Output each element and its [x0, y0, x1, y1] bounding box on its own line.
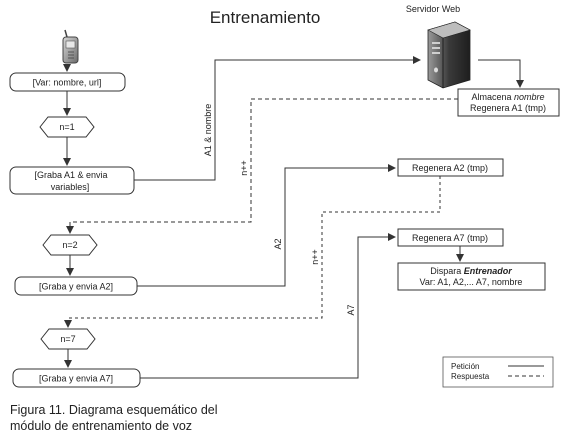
almacena-box — [457, 88, 560, 117]
response-n-plus-plus-1 — [66, 98, 458, 234]
legend: Petición Respuesta — [442, 356, 554, 388]
server-label: Servidor Web — [406, 4, 460, 14]
edge-label-npp-2: n++ — [310, 249, 320, 265]
regenera-a7-box — [397, 228, 504, 247]
almacena-label: Almacena nombre — [471, 92, 544, 102]
dispara-label-line2: Var: A1, A2,... A7, nombre — [420, 277, 523, 287]
decision-n2-label: n=2 — [62, 240, 77, 250]
connector-server-almacena — [478, 59, 524, 88]
edge-label-a1-nombre: A1 & nombre — [203, 104, 213, 157]
decision-n1-label: n=1 — [59, 122, 74, 132]
graba-a7-label: [Graba y envia A7] — [39, 374, 113, 384]
response-n-plus-plus-2 — [64, 176, 441, 328]
legend-peticion-label: Petición — [451, 362, 479, 371]
regenera-a2-label: Regenera A2 (tmp) — [412, 163, 488, 173]
graba-a1-label-line1: [Graba A1 & envia — [34, 170, 107, 180]
edge-label-a7: A7 — [346, 304, 356, 315]
decision-n7-label: n=7 — [60, 334, 75, 344]
var-box-label: [Var: nombre, url] — [33, 78, 102, 88]
caption-line-1: Figura 11. Diagrama esquemático del — [10, 403, 218, 417]
request-a1-nombre — [134, 56, 421, 181]
decision-n2 — [42, 234, 98, 256]
figure-caption: Figura 11. Diagrama esquemático del módu… — [10, 402, 218, 434]
caption-line-2: módulo de entrenamiento de voz — [10, 419, 193, 433]
dispara-label: Dispara Entrenador — [430, 266, 512, 276]
regenera-a2-box — [397, 158, 504, 177]
server-icon — [427, 21, 471, 89]
mobile-phone-icon — [62, 29, 79, 64]
regenera-a1-label: Regenera A1 (tmp) — [470, 103, 546, 113]
graba-a1-label-line2: variables] — [51, 182, 90, 192]
edge-label-a2: A2 — [273, 238, 283, 249]
decision-n7 — [40, 328, 96, 350]
regenera-a7-label: Regenera A7 (tmp) — [412, 233, 488, 243]
request-a2 — [137, 164, 396, 287]
legend-respuesta-label: Respuesta — [451, 372, 490, 381]
graba-a2-label: [Graba y envia A2] — [39, 282, 113, 292]
legend-box — [442, 356, 554, 388]
diagram-title: Entrenamiento — [210, 8, 321, 27]
edge-label-npp-1: n++ — [239, 160, 249, 176]
decision-n1 — [39, 116, 95, 138]
request-a7 — [140, 233, 396, 379]
dispara-box — [397, 262, 546, 291]
